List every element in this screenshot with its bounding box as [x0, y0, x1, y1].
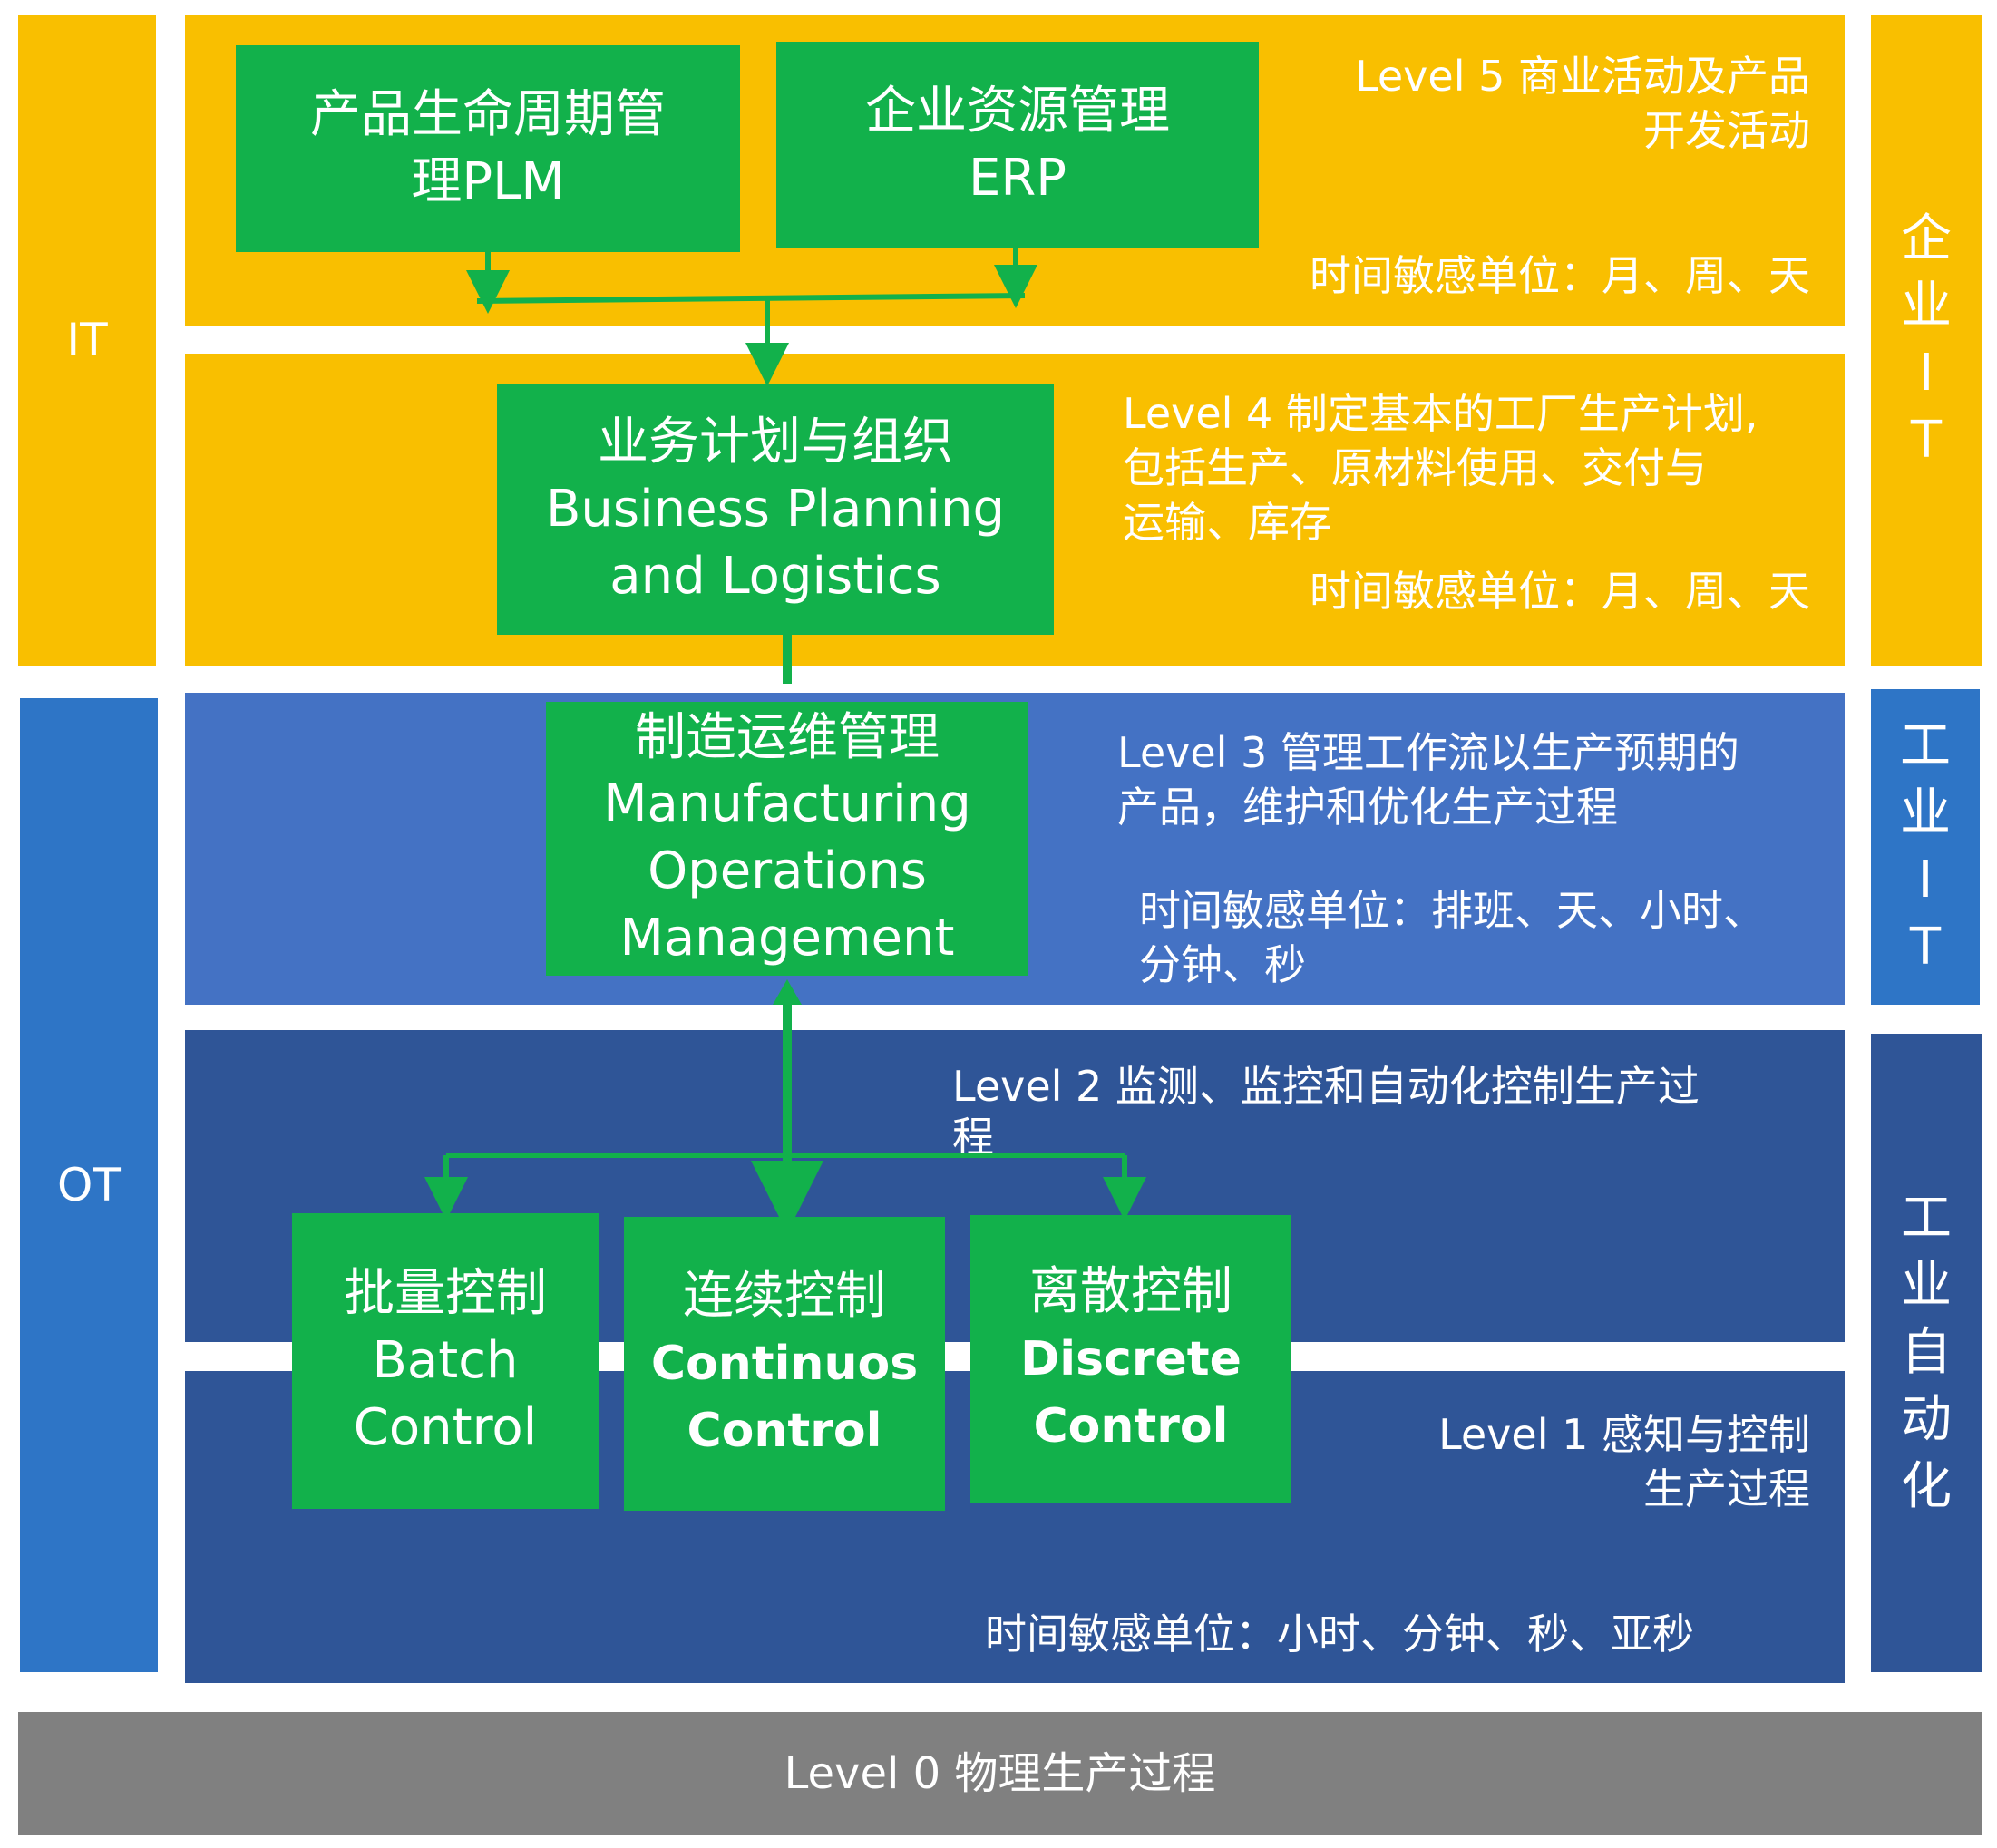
- it-label: IT: [66, 314, 108, 366]
- industrial-it-label: 工 业 I T: [1900, 713, 1951, 981]
- merge-line: [476, 293, 1026, 304]
- level4-desc-line1: Level 4 制定基本的工厂生产计划,: [1123, 389, 1758, 438]
- level3-time: 时间敏感单位：排班、天、小时、 分钟、秒: [1139, 883, 1846, 992]
- level5-time: 时间敏感单位：月、周、天: [1310, 251, 1810, 300]
- level1-time: 时间敏感单位：小时、分钟、秒、亚秒: [985, 1610, 1694, 1658]
- it-band: IT: [18, 15, 156, 666]
- discrete-control-box[interactable]: 离散控制 Discrete Control: [970, 1215, 1291, 1503]
- char: 业: [1901, 277, 1952, 336]
- plm-line1: 产品生命周期管: [310, 85, 666, 144]
- level3-desc-line2: 产品，维护和优化生产过程: [1117, 783, 1618, 832]
- continuous-line2: Continuos: [650, 1337, 919, 1391]
- level5-desc-line1: Level 5 商业活动及产品: [1355, 52, 1810, 101]
- mom-up-arrowhead: [773, 979, 802, 1005]
- erp-line2: ERP: [968, 149, 1067, 208]
- char: I: [1918, 344, 1934, 403]
- continuous-control-box[interactable]: 连续控制 Continuos Control: [624, 1217, 945, 1511]
- plm-line2: 理PLM: [411, 152, 565, 211]
- char: T: [1909, 918, 1942, 977]
- business-planning-box[interactable]: 业务计划与组织 Business Planning and Logistics: [497, 384, 1054, 635]
- char: 工: [1900, 716, 1951, 775]
- mom-line2: Manufacturing: [603, 774, 971, 833]
- char: 自: [1901, 1323, 1952, 1382]
- level4-time: 时间敏感单位：月、周、天: [1310, 567, 1810, 616]
- level5-desc: Level 5 商业活动及产品 开发活动: [1179, 49, 1810, 158]
- discrete-line3: Control: [1033, 1399, 1229, 1454]
- level4-desc: Level 4 制定基本的工厂生产计划, 包括生产、原材料使用、交付与 运输、库…: [1123, 386, 1830, 550]
- batch-line1: 批量控制: [344, 1264, 547, 1323]
- discrete-line1: 离散控制: [1029, 1262, 1232, 1321]
- mom-line1: 制造运维管理: [635, 708, 940, 767]
- erp-line1: 企业资源管理: [865, 82, 1170, 141]
- enterprise-it-band: 企 业 I T: [1871, 15, 1982, 666]
- char: 化: [1901, 1457, 1952, 1516]
- mom-box[interactable]: 制造运维管理 Manufacturing Operations Manageme…: [546, 702, 1028, 976]
- level3-desc-line1: Level 3 管理工作流以生产预期的: [1117, 728, 1739, 777]
- char: 企: [1901, 209, 1952, 268]
- level3-time-line2: 分钟、秒: [1139, 940, 1306, 989]
- bpl-line1: 业务计划与组织: [598, 413, 953, 472]
- industrial-automation-band: 工 业 自 动 化: [1871, 1034, 1982, 1672]
- ot-band: OT: [20, 698, 158, 1672]
- char: 工: [1901, 1189, 1952, 1248]
- enterprise-it-label: 企 业 I T: [1901, 206, 1952, 474]
- batch-line2: Batch: [372, 1331, 519, 1390]
- level2-desc: Level 2 监测、监控和自动化控制生产过 程: [952, 1061, 1823, 1162]
- continuous-line1: 连续控制: [683, 1267, 886, 1326]
- erp-box[interactable]: 企业资源管理 ERP: [776, 42, 1259, 248]
- level1-desc-line1: Level 1 感知与控制: [1438, 1410, 1810, 1459]
- batch-line3: Control: [353, 1398, 538, 1457]
- char: T: [1910, 411, 1943, 470]
- batch-control-box[interactable]: 批量控制 Batch Control: [292, 1213, 599, 1509]
- level3-desc: Level 3 管理工作流以生产预期的 产品，维护和优化生产过程: [1117, 725, 1834, 834]
- char: 业: [1901, 1256, 1952, 1315]
- industrial-it-band: 工 业 I T: [1871, 689, 1980, 1005]
- level0-band: Level 0 物理生产过程: [18, 1712, 1982, 1835]
- char: 动: [1901, 1390, 1952, 1449]
- mom-line3: Operations: [648, 841, 927, 900]
- industrial-automation-label: 工 业 自 动 化: [1901, 1185, 1952, 1521]
- mom-line4: Management: [619, 909, 955, 968]
- plm-box[interactable]: 产品生命周期管 理PLM: [236, 45, 740, 252]
- level4-desc-line2: 包括生产、原材料使用、交付与: [1123, 443, 1707, 492]
- level3-time-line1: 时间敏感单位：排班、天、小时、: [1139, 886, 1765, 935]
- level2-desc-line1: Level 2 监测、监控和自动化控制生产过: [952, 1062, 1700, 1111]
- ot-label: OT: [57, 1159, 121, 1211]
- level1-desc: Level 1 感知与控制 生产过程: [1270, 1407, 1810, 1516]
- level0-desc: Level 0 物理生产过程: [784, 1748, 1216, 1799]
- discrete-line2: Discrete: [1020, 1332, 1242, 1386]
- char: 业: [1900, 783, 1951, 842]
- level1-desc-line2: 生产过程: [1643, 1464, 1810, 1513]
- bpl-line3: and Logistics: [609, 547, 941, 606]
- level5-desc-line2: 开发活动: [1643, 106, 1810, 155]
- continuous-line3: Control: [687, 1404, 882, 1458]
- level4-desc-line3: 运输、库存: [1123, 498, 1331, 547]
- bpl-line2: Business Planning: [546, 480, 1005, 539]
- char: I: [1917, 851, 1934, 909]
